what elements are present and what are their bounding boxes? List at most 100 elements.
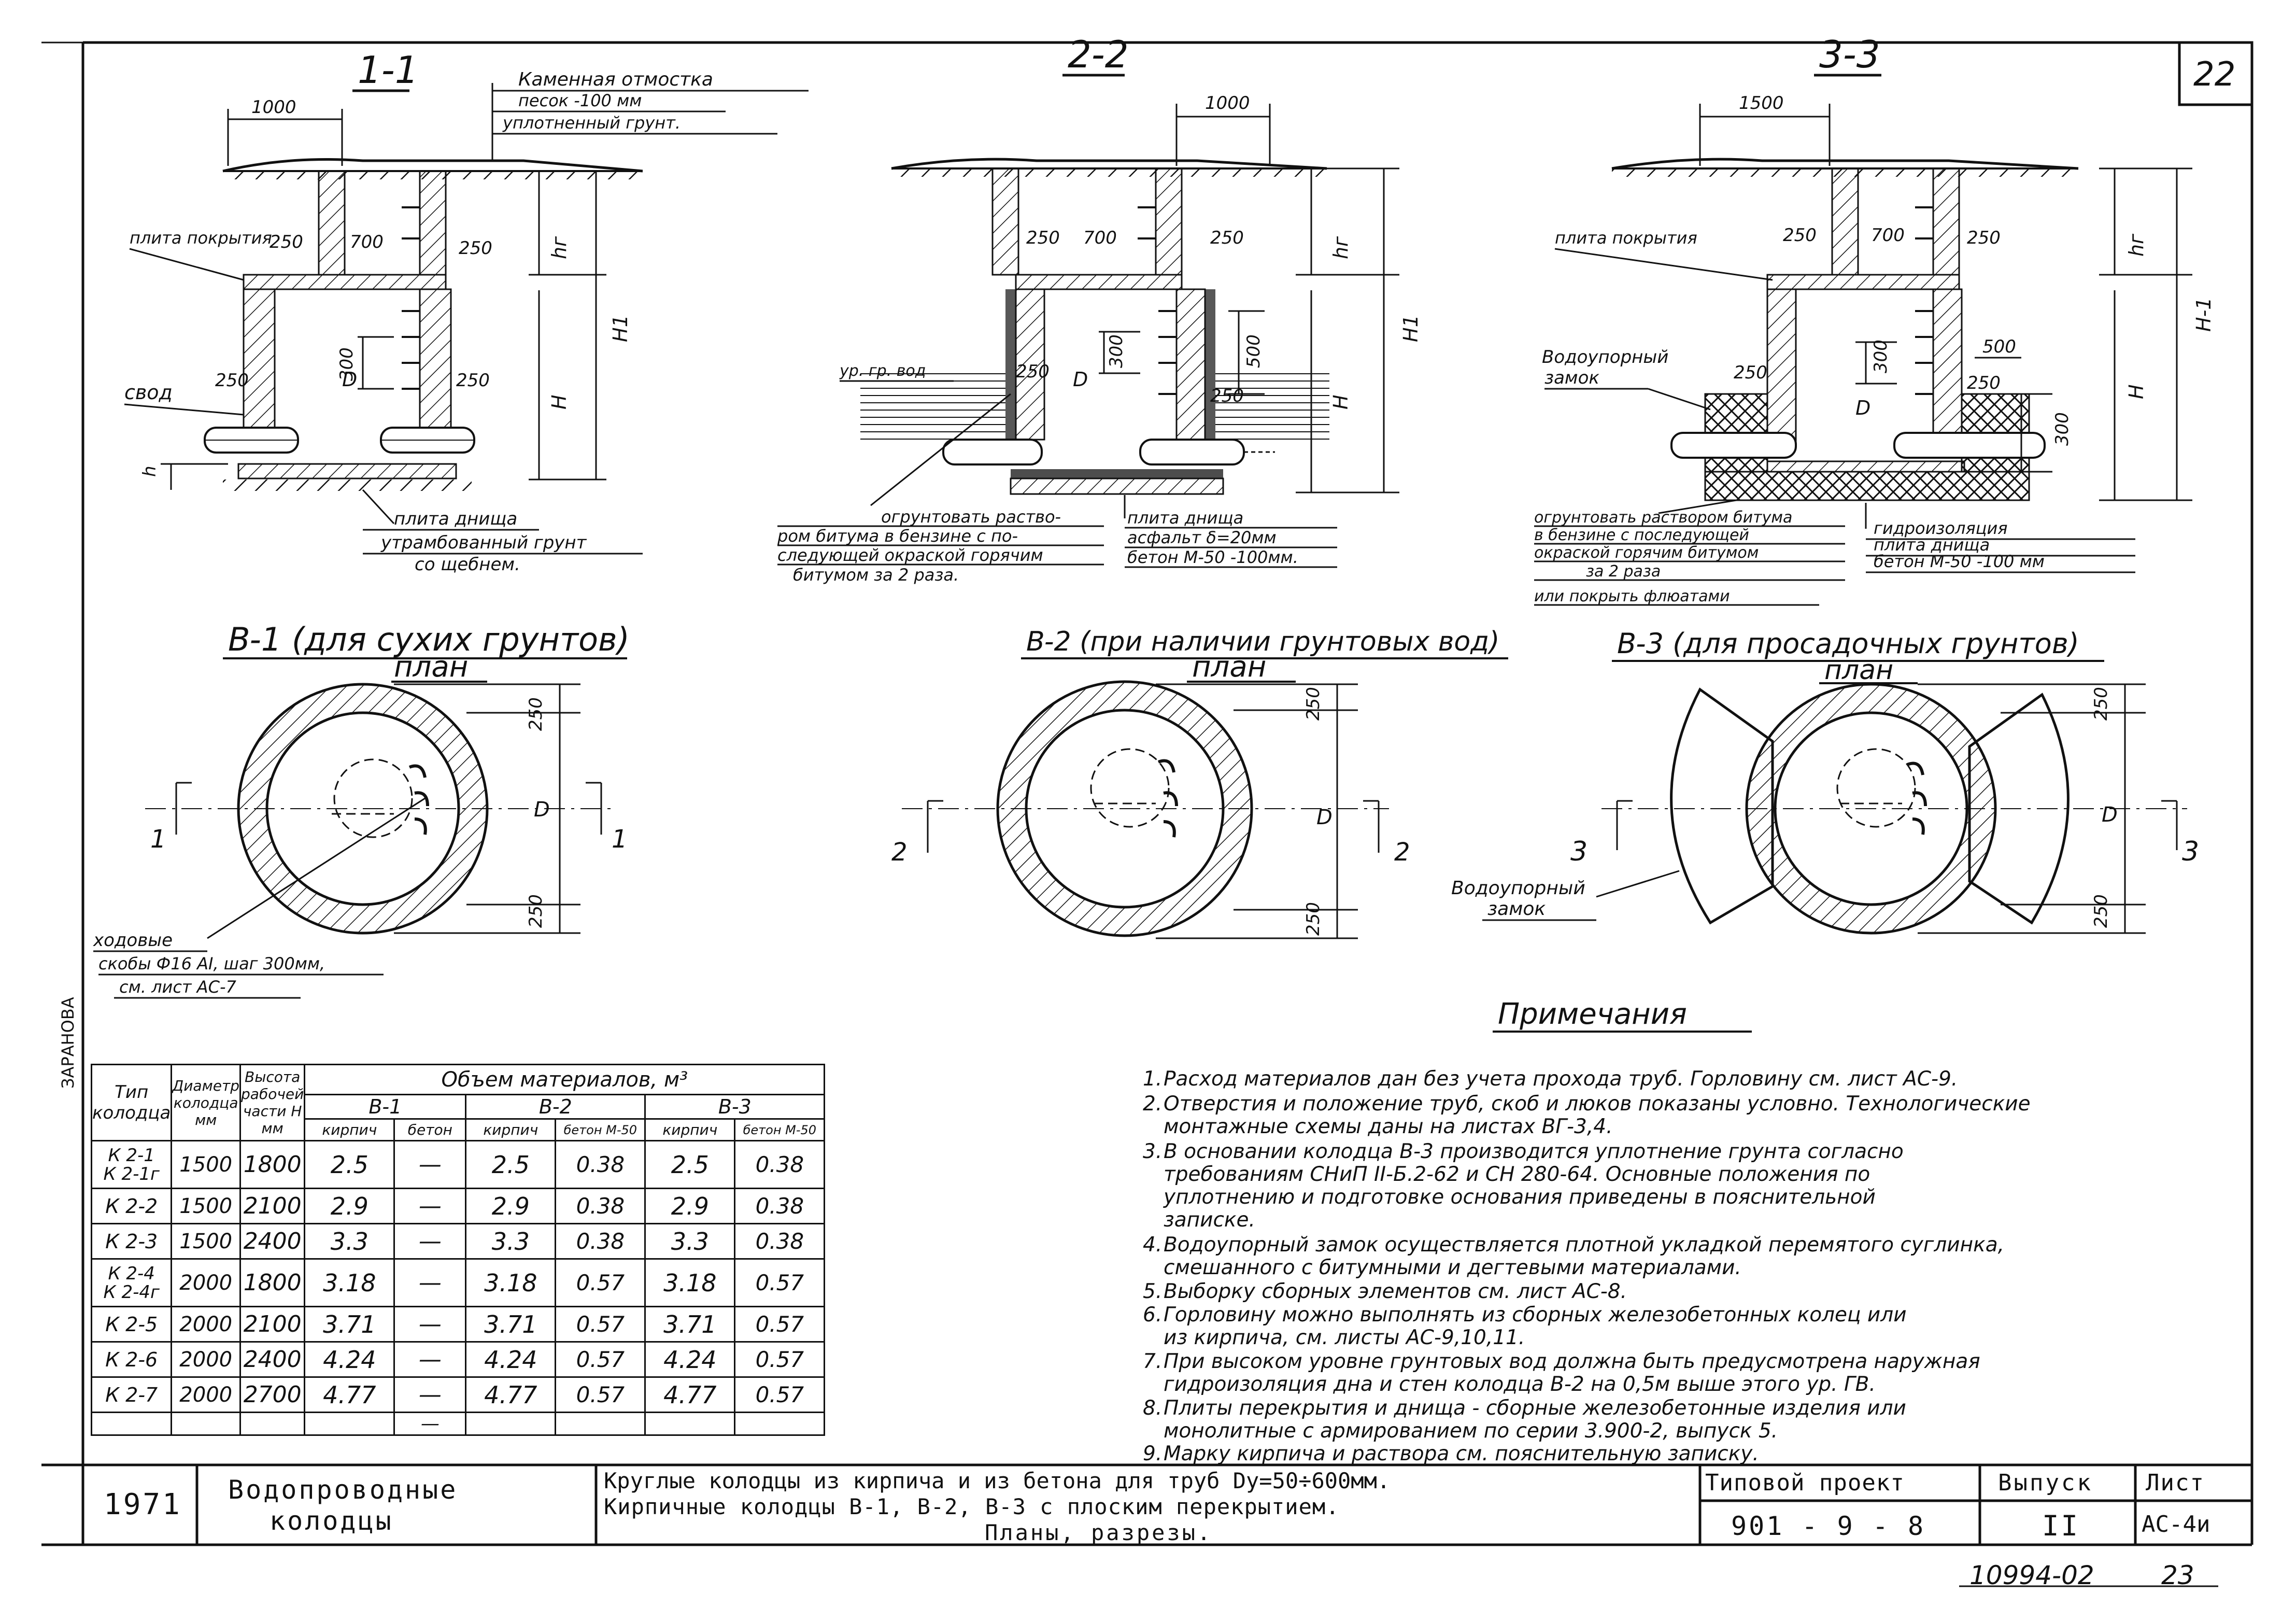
dim-wall-left: 250 (1783, 225, 1817, 246)
footer-number: 10994-02 (1969, 1560, 2094, 1590)
notes-title: Примечания (1498, 997, 1687, 1031)
label-lock-1: Водоупорный (1451, 878, 1585, 899)
label-brackets-2: скобы Ф16 АI, шаг 300мм, (98, 954, 325, 974)
cut-right: 1 (612, 825, 628, 854)
label-bottom-slab: плита днища (394, 509, 517, 529)
subcol-concrete: бетон М-50 (734, 1118, 826, 1141)
title-block-lines (195, 1465, 2252, 1545)
dim-bottom: 250 (1303, 902, 1324, 936)
dim-top: 1000 (251, 97, 296, 118)
dim-H1: H-1 (2192, 298, 2215, 332)
subcol-concrete: бетон М-50 (555, 1118, 646, 1141)
subcol-brick: кирпич (304, 1118, 395, 1141)
subcol-brick: кирпич (465, 1118, 557, 1141)
dim-hg: hг (548, 236, 571, 259)
section-title: 3-3 (1819, 33, 1880, 76)
table-row: К 2-3 1500 2400 3.3 — 3.3 0.38 3.3 0.38 (90, 1223, 826, 1260)
label-coat-3: следующей окраской горячим (777, 545, 1043, 565)
note-item: Горловину можно выполнять из сборных жел… (1164, 1303, 1907, 1349)
dim-bottom: 250 (2091, 894, 2111, 928)
note-number: 2. (1143, 1092, 1163, 1116)
note-number: 3. (1143, 1140, 1163, 1163)
dim-top: 250 (2091, 687, 2111, 721)
note-item: Выборку сборных элементов см. лист АС-8. (1164, 1280, 1627, 1303)
dim-wall-left: 250 (270, 232, 303, 252)
subcol-brick: кирпич (644, 1118, 736, 1141)
label-lock-2: замок (1487, 898, 1546, 920)
dim-wall-250-left: 250 (1734, 362, 1767, 383)
note-number: 1. (1143, 1067, 1163, 1091)
table-row: К 2-1 К 2-1г 1500 1800 2.5 — 2.5 0.38 2.… (90, 1140, 826, 1189)
label-brackets-3: см. лист АС-7 (119, 977, 237, 997)
note-number: 4. (1143, 1233, 1163, 1257)
dim-top: 250 (1303, 687, 1324, 721)
note-number: 9. (1143, 1442, 1163, 1465)
plan-b3: B-3 (для просадочных грунтов) план 3 3 2… (1451, 627, 2199, 935)
table-row: К 2-7 2000 2700 4.77 — 4.77 0.57 4.77 0.… (90, 1376, 826, 1413)
cut-left: 1 (150, 825, 166, 854)
dim-wall-250-right: 250 (1967, 373, 2001, 393)
dim-wall-250-left: 250 (1016, 361, 1050, 382)
label-waterproofing: гидроизоляция (1874, 518, 2008, 538)
dim-diameter: D (534, 798, 550, 822)
label-tamped-soil: утрамбованный грунт (380, 532, 587, 553)
note-item: Отверстия и положение труб, скоб и люков… (1164, 1092, 2031, 1138)
group-b3: В-3 (644, 1094, 826, 1120)
dim-hg: hг (1329, 236, 1352, 259)
dim-diameter: D (1316, 806, 1333, 829)
label-lock-2: замок (1544, 368, 1599, 388)
plan-subtitle: план (394, 650, 468, 684)
note-item: Плиты перекрытия и днища - сборные желез… (1164, 1397, 1906, 1443)
plan-title: B-2 (при наличии грунтовых вод) (1026, 626, 1499, 657)
dim-step: 300 (1106, 334, 1127, 368)
table-row: К 2-2 1500 2100 2.9 — 2.9 0.38 2.9 0.38 (90, 1188, 826, 1224)
label-concrete: бетон М-50 -100 мм (1874, 552, 2045, 571)
dim-step-500: 500 (1243, 334, 1264, 368)
label-coat-3: окраской горячим битумом (1534, 544, 1759, 562)
dim-top: 250 (526, 697, 546, 731)
dim-diameter: D (342, 368, 357, 391)
title-desc-1: Круглые колодцы из кирпича и из бетона д… (604, 1468, 1391, 1493)
label-coat-1: огрунтовать раство- (881, 507, 1061, 527)
table-row: К 2-4 К 2-4г 2000 1800 3.18 — 3.18 0.57 … (90, 1258, 826, 1307)
table-row: К 2-5 2000 2100 3.71 — 3.71 0.57 3.71 0.… (90, 1306, 826, 1343)
dim-H: H (2125, 384, 2148, 399)
section-1-1: 1-1 (124, 48, 809, 575)
subcol-concrete: бетон (393, 1118, 467, 1141)
title-name-1: Водопроводные (228, 1475, 458, 1505)
label-coat-1: огрунтовать раствором битума (1534, 509, 1792, 527)
label-coat-4: за 2 раза (1586, 562, 1661, 581)
section-title: 2-2 (1068, 33, 1129, 76)
label-bottom-slab: плита днища (1127, 508, 1243, 528)
dim-step: 300 (336, 347, 357, 381)
dim-wall-250-left: 250 (215, 370, 249, 391)
title-issue-label: Выпуск (1998, 1470, 2093, 1496)
dim-wall-right: 250 (1210, 228, 1244, 248)
plan-b1: B-1 (для сухих грунтов) план 1 1 250 D 2… (93, 620, 630, 999)
label-coat-2: в бензине с последующей (1534, 526, 1749, 544)
cut-right: 3 (2182, 836, 2199, 867)
dim-wall-left: 250 (1026, 228, 1060, 248)
label-coat-4: битумом за 2 раза. (793, 565, 959, 585)
plan-title: B-3 (для просадочных грунтов) (1617, 627, 2079, 660)
footer-page: 23 (2161, 1560, 2194, 1590)
plan-b2: B-2 (при наличии грунтовых вод) план 2 2… (891, 626, 1508, 939)
note-item: Расход материалов дан без учета прохода … (1164, 1067, 1958, 1091)
plan-subtitle: план (1824, 655, 1893, 686)
note-number: 6. (1143, 1303, 1163, 1327)
note-item: При высоком уровне грунтовых вод должна … (1164, 1350, 1980, 1396)
plan-title: B-1 (для сухих грунтов) (228, 620, 630, 658)
dim-step-500: 500 (1982, 336, 2016, 357)
label-gravel: со щебнем. (415, 554, 520, 575)
cut-left: 2 (891, 838, 908, 867)
title-name-2: колодцы (270, 1506, 393, 1536)
cut-left: 3 (1570, 836, 1588, 867)
section-3-3: 3-3 1500 250 700 (1534, 33, 2215, 606)
title-desc-3: Планы, разрезы. (985, 1520, 1213, 1545)
label-slab: плита покрытия (130, 228, 272, 248)
dim-bottom: 250 (526, 894, 546, 928)
label-water-level: ур. гр. вод (839, 362, 926, 380)
dim-H1: H1 (609, 315, 632, 342)
